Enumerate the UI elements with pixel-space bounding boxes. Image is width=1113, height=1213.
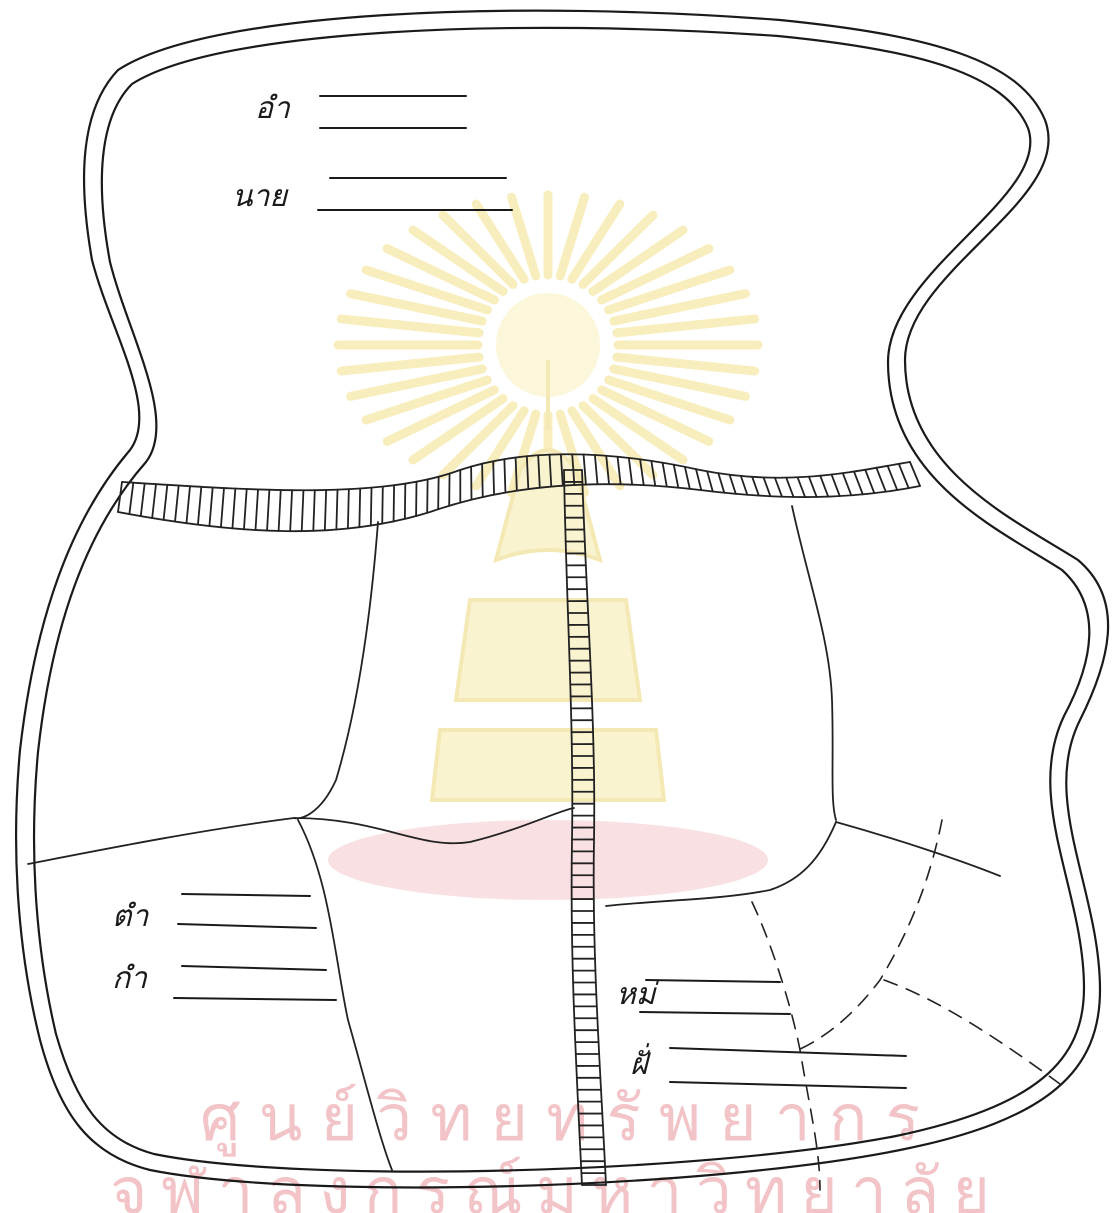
- right-blank-2: [640, 1012, 790, 1014]
- hatch-mark: [186, 486, 190, 523]
- sun-ray: [341, 357, 479, 371]
- hatch-mark: [209, 487, 212, 526]
- left-blank-3: [182, 966, 326, 970]
- hatch-mark: [244, 489, 247, 529]
- hatch-mark: [865, 470, 874, 493]
- sun-ray: [617, 357, 755, 371]
- boundary-right-vertical: [792, 506, 836, 820]
- hatch-mark: [899, 464, 909, 488]
- dashed-boundary-2: [798, 820, 942, 1050]
- hatch-mark: [516, 458, 517, 491]
- hatch-mark: [164, 485, 168, 520]
- hatch-mark: [798, 477, 805, 497]
- hatch-mark: [854, 472, 863, 495]
- hatch-mark: [786, 478, 793, 497]
- hatch-mark: [888, 466, 898, 490]
- hatch-mark: [752, 477, 759, 496]
- hatch-mark: [629, 458, 632, 485]
- hatch-mark: [382, 487, 383, 524]
- hatch-mark: [359, 489, 360, 528]
- dashed-boundary-3: [884, 980, 1060, 1084]
- hatch-mark: [279, 490, 281, 531]
- hatch-mark: [775, 478, 782, 497]
- label-left-1: ตำ: [112, 899, 149, 934]
- hatch-mark: [843, 473, 851, 495]
- watermark-emblem: [328, 195, 768, 900]
- hatch-mark: [175, 486, 179, 522]
- hatch-mark: [348, 489, 349, 528]
- hatch-mark: [504, 459, 505, 492]
- label-top-2: นาย: [232, 179, 289, 214]
- hatch-mark: [267, 490, 269, 531]
- hatch-mark: [141, 483, 145, 516]
- sun-ray: [341, 319, 479, 333]
- right-blank-1: [646, 980, 780, 982]
- hatch-mark: [221, 488, 224, 527]
- hatch-mark: [741, 476, 747, 495]
- boundary-right-horizontal: [836, 822, 1000, 876]
- left-blank-2: [178, 924, 316, 928]
- hatch-mark: [371, 488, 372, 526]
- hatch-mark: [290, 490, 292, 531]
- hatch-mark: [302, 490, 304, 531]
- hatch-mark: [696, 469, 701, 490]
- hatch-mark: [674, 465, 679, 488]
- hatch-mark: [595, 455, 598, 484]
- label-right-1: หม่: [616, 977, 660, 1012]
- label-right-2: ฝั่: [630, 1043, 651, 1082]
- right-blank-3: [670, 1048, 906, 1056]
- hatch-mark: [152, 484, 156, 518]
- hatch-mark: [493, 461, 494, 494]
- label-top-1: อำ: [255, 91, 291, 126]
- label-left-2: กำ: [112, 961, 148, 996]
- hatch-mark: [232, 489, 235, 529]
- hatch-mark: [820, 476, 828, 497]
- sun-ray: [617, 319, 755, 333]
- hatch-mark: [336, 490, 337, 530]
- hatch-mark: [129, 483, 133, 514]
- hatch-mark: [255, 489, 258, 530]
- hatch-mark: [718, 473, 724, 493]
- left-blank-1: [182, 894, 310, 896]
- hatch-mark: [910, 462, 920, 486]
- hatch-mark: [707, 471, 713, 491]
- hatch-mark: [198, 487, 201, 525]
- hatch-mark: [832, 475, 840, 497]
- left-blank-4: [174, 998, 336, 1000]
- hatch-mark: [663, 463, 667, 487]
- hatch-mark: [730, 475, 736, 494]
- hatch-mark: [313, 490, 315, 531]
- hatch-mark: [325, 490, 326, 530]
- boundary-left-vertical: [294, 522, 378, 818]
- hatch-mark: [809, 477, 817, 497]
- hatch-mark: [876, 468, 885, 492]
- hatch-mark: [685, 467, 690, 489]
- hatch-mark: [482, 464, 483, 497]
- hatch-mark: [764, 477, 771, 496]
